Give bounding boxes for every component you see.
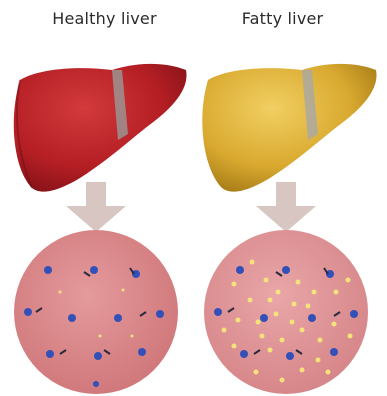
healthy-liver-illustration xyxy=(0,0,193,396)
healthy-tissue-circle xyxy=(14,230,178,394)
healthy-liver-panel: Healthy liver xyxy=(0,0,193,396)
fatty-liver-panel: Fatty liver xyxy=(194,0,387,396)
down-arrow xyxy=(66,182,126,232)
fatty-liver-shape xyxy=(202,64,376,192)
fatty-liver-illustration xyxy=(194,0,387,396)
down-arrow xyxy=(256,182,316,232)
healthy-liver-shape xyxy=(14,64,187,192)
